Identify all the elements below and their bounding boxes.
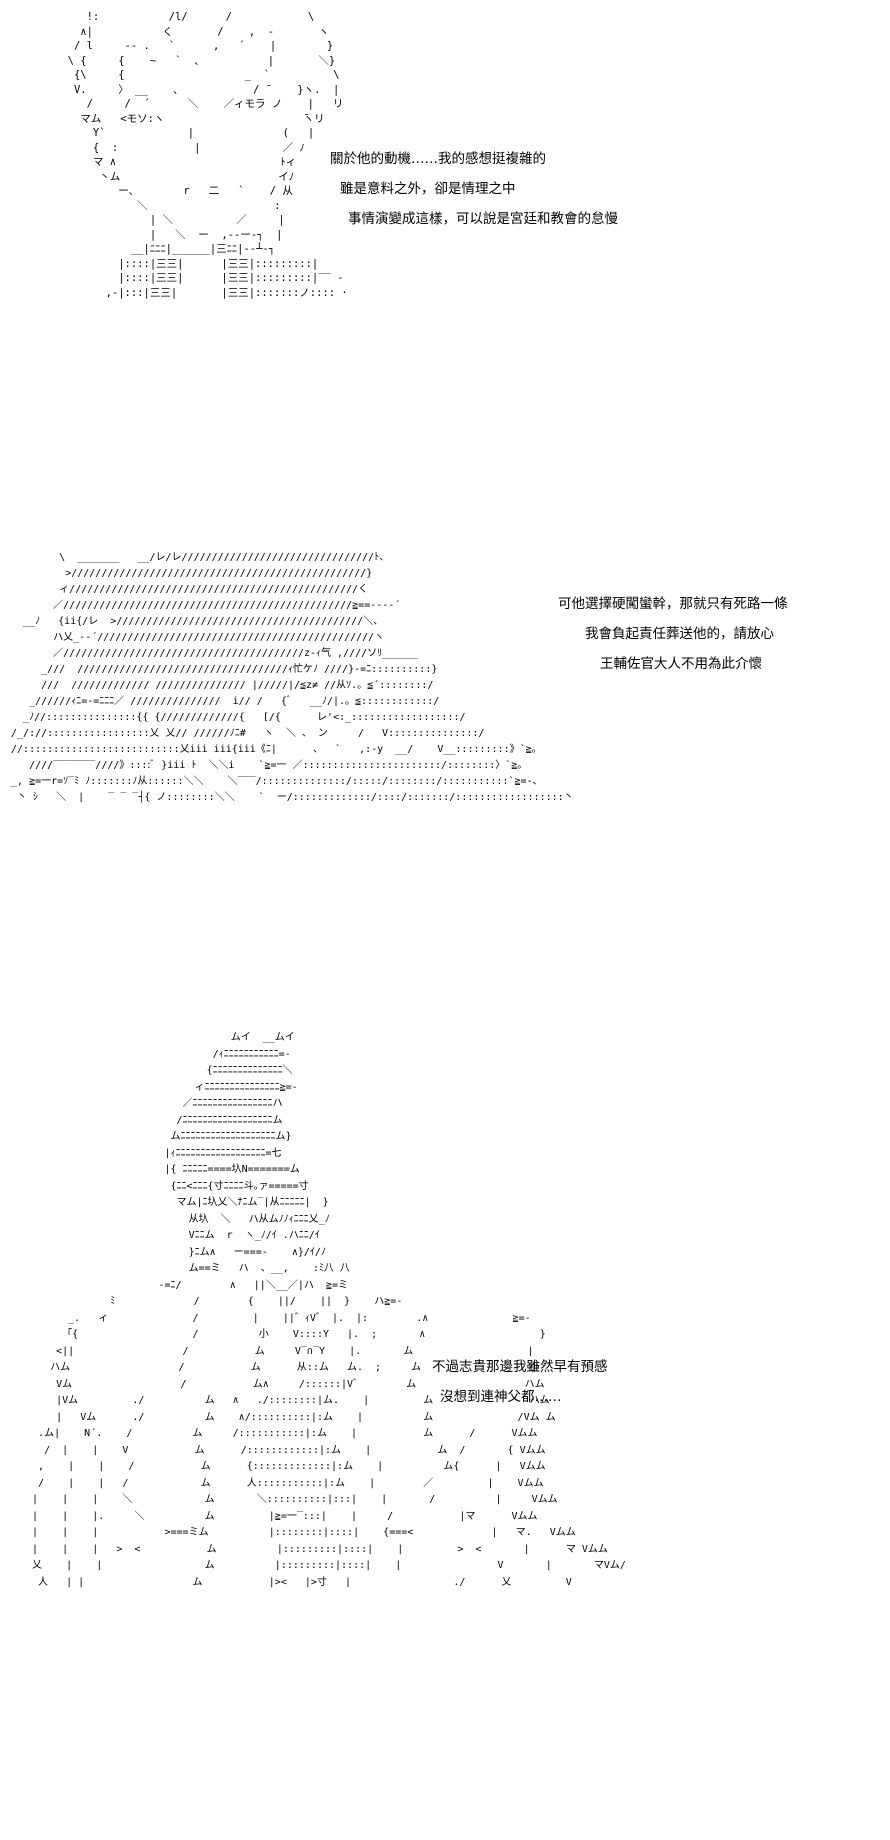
dialogue-line: 王輔佐官大人不用為此介懷 [600,656,762,672]
dialogue-line: 雖是意料之外，卻是情理之中 [340,181,516,197]
ascii-art-rooftop-scene: \ _______ __/レ/レ////////////////////////… [11,552,574,803]
ascii-art-character-portrait: !: /l/ / \ ∧| く / , - ヽ / l -- . ` , ´ |… [67,11,348,299]
dialogue-line: 可他選擇硬闖蠻幹，那就只有死路一條 [558,596,788,612]
panel-1: !: /l/ / \ ∧| く / , - ヽ / l -- . ` , ´ |… [0,0,890,420]
dialogue-line: 事情演變成這樣，可以說是宮廷和教會的怠慢 [348,211,618,227]
panel-3: ムイ __ムイ /ｨﾆﾆﾆﾆﾆﾆﾆﾆﾆﾆﾆ=- {ﾆﾆﾆﾆﾆﾆﾆﾆﾆﾆﾆﾆﾆﾆ＼… [0,1020,890,1720]
dialogue-line: 沒想到連神父都…… [440,1389,562,1405]
dialogue-line: 不過志貴那邊我雖然早有預感 [432,1359,608,1375]
ascii-art-priest-figure: ムイ __ムイ /ｨﾆﾆﾆﾆﾆﾆﾆﾆﾆﾆﾆ=- {ﾆﾆﾆﾆﾆﾆﾆﾆﾆﾆﾆﾆﾆﾆ＼… [32,1032,626,1588]
dialogue-line: 關於他的動機……我的感想挺複雜的 [330,151,546,167]
panel-2: \ _______ __/レ/レ////////////////////////… [0,540,890,880]
dialogue-line: 我會負起責任葬送他的，請放心 [585,626,774,642]
